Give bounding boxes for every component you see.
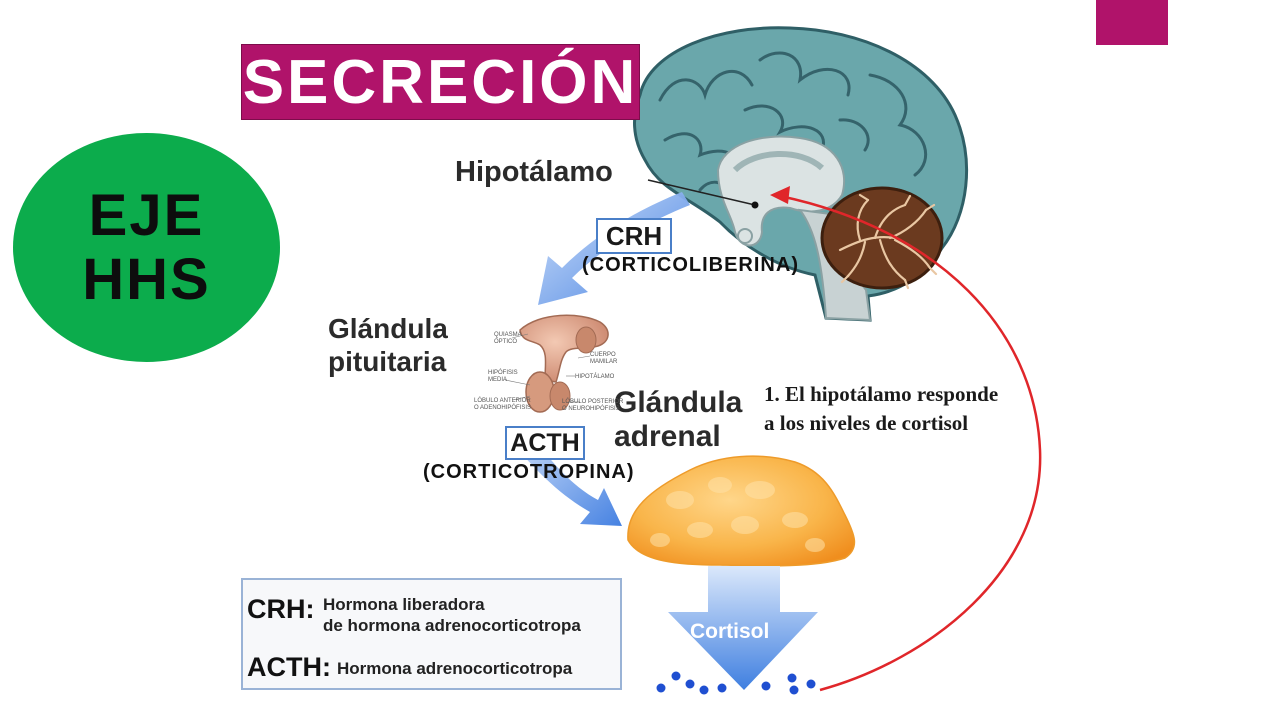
label-pituitaria-line2: pituitaria [328,346,447,377]
label-adrenal-line1: Glándula [614,386,743,419]
acth-hormone-label: ACTH [510,428,580,457]
pit-posterior: LÓBULO POSTERIOR O NEUROHIPÓFISIS [562,399,623,413]
axis-badge-line1: EJE [88,182,205,248]
legend-acth-abbr: ACTH: [247,652,331,682]
pit-anterior-line2: O ADENOHIPÓFISIS [474,405,532,411]
legend-crh-def-line1: Hormona liberadora [323,595,485,614]
slide-title-text: SECRECIÓN [242,47,639,117]
pit-cuerpo-line1: CUERPO [590,352,616,358]
pit-posterior-line2: O NEUROHIPÓFISIS [562,406,620,412]
pit-hipofisis-line1: HIPÓFISIS [488,370,518,376]
pituitary-illustration [504,314,609,413]
axis-badge-line2: HHS [82,246,211,312]
legend-acth-def: Hormona adrenocorticotropa [337,659,573,678]
pit-hipofisis: HIPÓFISIS MEDIA [488,370,518,384]
pit-quiasma-line2: ÓPTICO [494,339,518,345]
pit-anterior: LÓBULO ANTERIOR O ADENOHIPÓFISIS [474,398,531,412]
feedback-arrow [770,186,1042,692]
acth-full-name: (CORTICOTROPINA) [423,461,635,483]
pit-quiasma: QUIASMA ÓPTICO [494,332,522,346]
label-adrenal-line2: adrenal [614,420,721,453]
cortisol-label: Cortisol [690,620,770,643]
pit-posterior-line1: LÓBULO POSTERIOR [562,399,624,405]
label-pituitaria: Glándula pituitaria [328,312,478,378]
pit-cuerpo: CUERPO MAMILAR [590,352,617,366]
pit-hipofisis-line2: MEDIA [488,377,508,383]
crh-hormone-box: CRH [596,218,672,254]
axis-badge: EJE HHS [13,133,280,362]
cortisol-arrow [668,566,818,690]
pit-anterior-line1: LÓBULO ANTERIOR [474,398,531,404]
label-hipotalamo: Hipotálamo [455,156,613,188]
abbreviation-legend: CRH: Hormona liberadora de hormona adren… [241,578,622,690]
adrenal-gland [627,455,856,567]
pit-hipotalamo: HIPOTÁLAMO [575,374,615,380]
feedback-note: 1. El hipotálamo responde a los niveles … [764,380,1044,438]
cortisol-molecules [656,671,816,695]
crh-full-name: (CORTICOLIBERINA) [582,254,799,276]
legend-crh-def-line2: de hormona adrenocorticotropa [323,616,581,635]
feedback-note-line1: 1. El hipotálamo responde [764,382,999,406]
corner-accent [1096,0,1168,45]
pit-cuerpo-line2: MAMILAR [590,359,618,365]
brain-illustration [633,26,969,322]
crh-hormone-label: CRH [605,220,663,251]
legend-crh-def: Hormona liberadora de hormona adrenocort… [323,594,581,636]
legend-crh-abbr: CRH: [247,594,315,624]
feedback-note-line2: a los niveles de cortisol [764,411,969,435]
slide-title: SECRECIÓN [241,44,640,120]
label-adrenal: Glándula adrenal [614,386,764,454]
acth-hormone-box: ACTH [505,426,585,460]
cerebellum [820,186,944,290]
label-pituitaria-line1: Glándula [328,313,448,344]
pit-quiasma-line1: QUIASMA [494,332,522,338]
